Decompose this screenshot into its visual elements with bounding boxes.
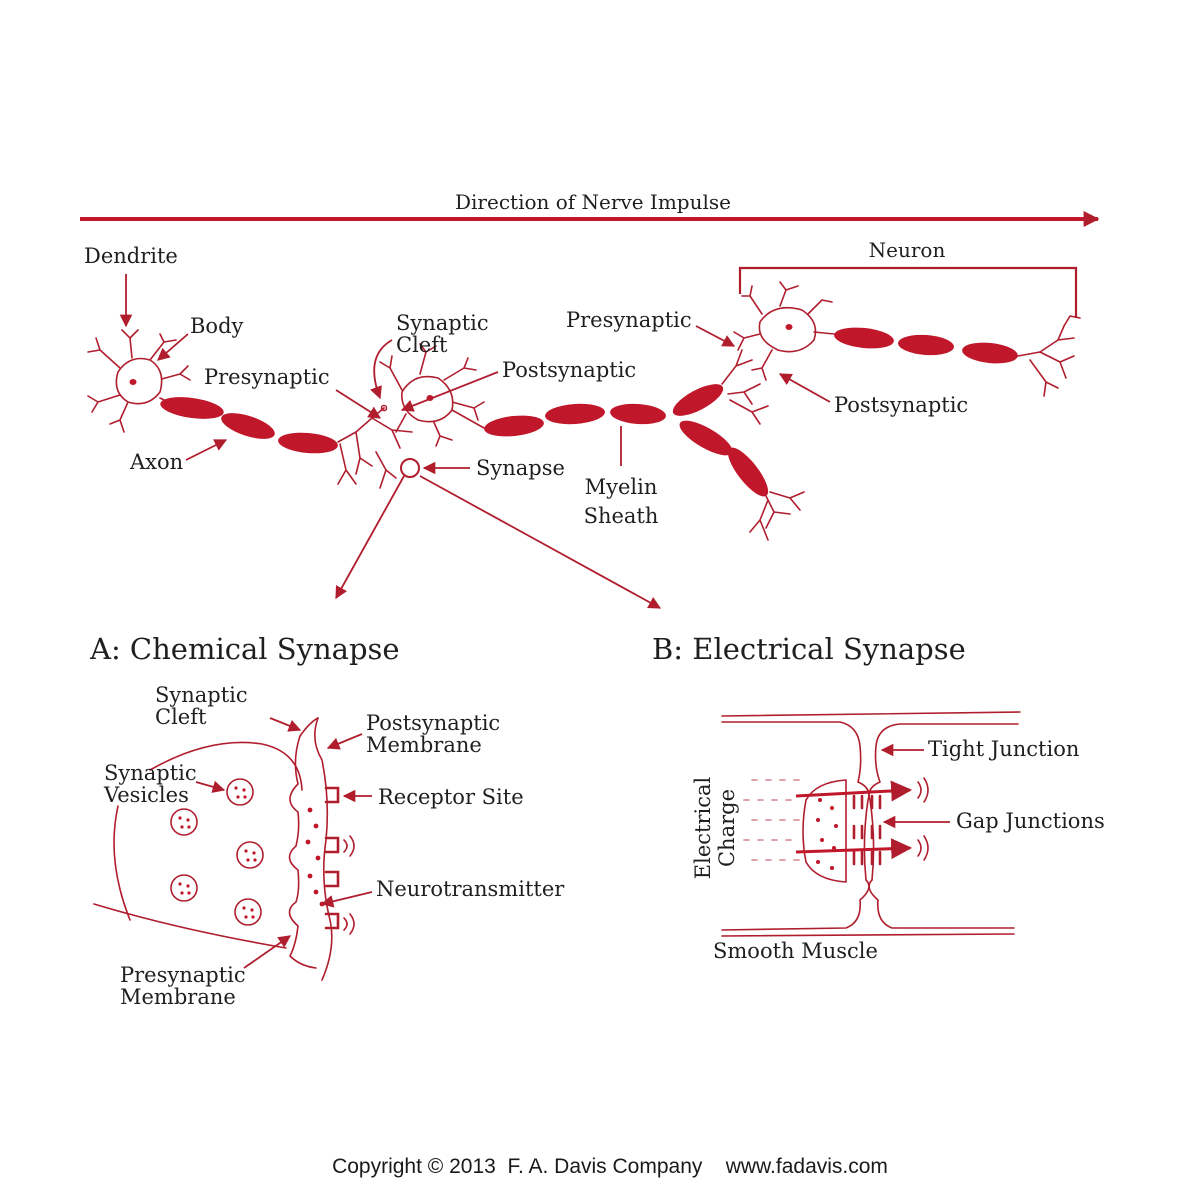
- label-postsynaptic-1: Postsynaptic: [502, 358, 636, 382]
- pointer-axon: [185, 439, 228, 461]
- label-synaptic-vesicles-a: Synaptic: [104, 761, 197, 785]
- synapse-marker: [400, 458, 420, 478]
- label-presynaptic-2: Presynaptic: [566, 308, 692, 332]
- label-electrical-charge-b: Charge: [715, 789, 739, 867]
- zoom-arrow-a: [335, 475, 405, 600]
- axon-terminals-3: [1017, 315, 1081, 397]
- label-postsynaptic-2: Postsynaptic: [834, 393, 968, 417]
- label-postsynaptic-membrane-a: Postsynaptic: [366, 711, 500, 735]
- label-presynaptic-1: Presynaptic: [204, 365, 330, 389]
- pointer-synaptic-cleft-1: [370, 339, 393, 400]
- neuron-1: [87, 329, 191, 433]
- label-chem-synaptic-cleft-a: Synaptic: [155, 683, 248, 707]
- neuron-3: [733, 281, 835, 381]
- myelin-sheath-1: [160, 397, 338, 454]
- cell-body-1: [115, 357, 163, 405]
- label-neurotransmitter: Neurotransmitter: [376, 877, 565, 901]
- nucleus-3: [785, 324, 793, 330]
- label-axon: Axon: [129, 450, 183, 474]
- label-smooth-muscle: Smooth Muscle: [713, 939, 878, 963]
- zoom-arrow-b: [419, 475, 662, 609]
- label-receptor-site: Receptor Site: [378, 785, 524, 809]
- label-neuron: Neuron: [869, 238, 946, 262]
- pointer-presynaptic-membrane: [243, 935, 292, 969]
- neuron-bracket: [738, 266, 1078, 318]
- pointer-chem-synaptic-cleft: [269, 717, 302, 732]
- label-synaptic-cleft-1b: Cleft: [396, 333, 448, 357]
- myelin-sheath-3: [834, 327, 1018, 364]
- pointer-presynaptic-2: [695, 325, 736, 347]
- myelin-sheath-2: [484, 384, 769, 497]
- label-chem-synaptic-cleft-b: Cleft: [155, 705, 207, 729]
- label-postsynaptic-membrane-b: Membrane: [366, 733, 482, 757]
- chemical-synapse-illustration: [93, 717, 355, 981]
- copyright-notice: Copyright © 2013 F. A. Davis Company www…: [332, 1155, 888, 1178]
- label-presynaptic-membrane-b: Membrane: [120, 985, 236, 1009]
- heading-chemical-synapse: A: Chemical Synapse: [89, 632, 400, 666]
- pointer-body: [157, 333, 189, 361]
- label-myelin-1: Myelin: [585, 475, 658, 499]
- direction-label: Direction of Nerve Impulse: [455, 190, 731, 214]
- heading-electrical-synapse: B: Electrical Synapse: [652, 632, 966, 666]
- pointer-postsynaptic-membrane: [326, 733, 363, 750]
- label-synapse: Synapse: [476, 456, 565, 480]
- label-synaptic-vesicles-b: Vesicles: [103, 783, 189, 807]
- axon-terminals-2: [721, 349, 805, 541]
- pointer-neurotransmitter: [320, 891, 373, 908]
- pointer-postsynaptic-1: [400, 371, 499, 412]
- label-synaptic-cleft-1a: Synaptic: [396, 311, 489, 335]
- label-presynaptic-membrane-a: Presynaptic: [120, 963, 246, 987]
- nucleus-1: [129, 379, 137, 385]
- label-body: Body: [190, 314, 244, 338]
- label-dendrite: Dendrite: [84, 244, 178, 268]
- electrical-synapse-illustration: [721, 711, 1021, 937]
- axon-terminals-1: [337, 404, 413, 489]
- pointer-postsynaptic-2: [778, 373, 831, 403]
- pointer-presynaptic-1: [335, 389, 382, 419]
- label-electrical-charge-a: Electrical: [691, 777, 715, 880]
- label-tight-junction: Tight Junction: [928, 737, 1079, 761]
- label-myelin-2: Sheath: [584, 504, 659, 528]
- label-gap-junctions: Gap Junctions: [956, 809, 1105, 833]
- pointer-synaptic-vesicles: [195, 780, 226, 793]
